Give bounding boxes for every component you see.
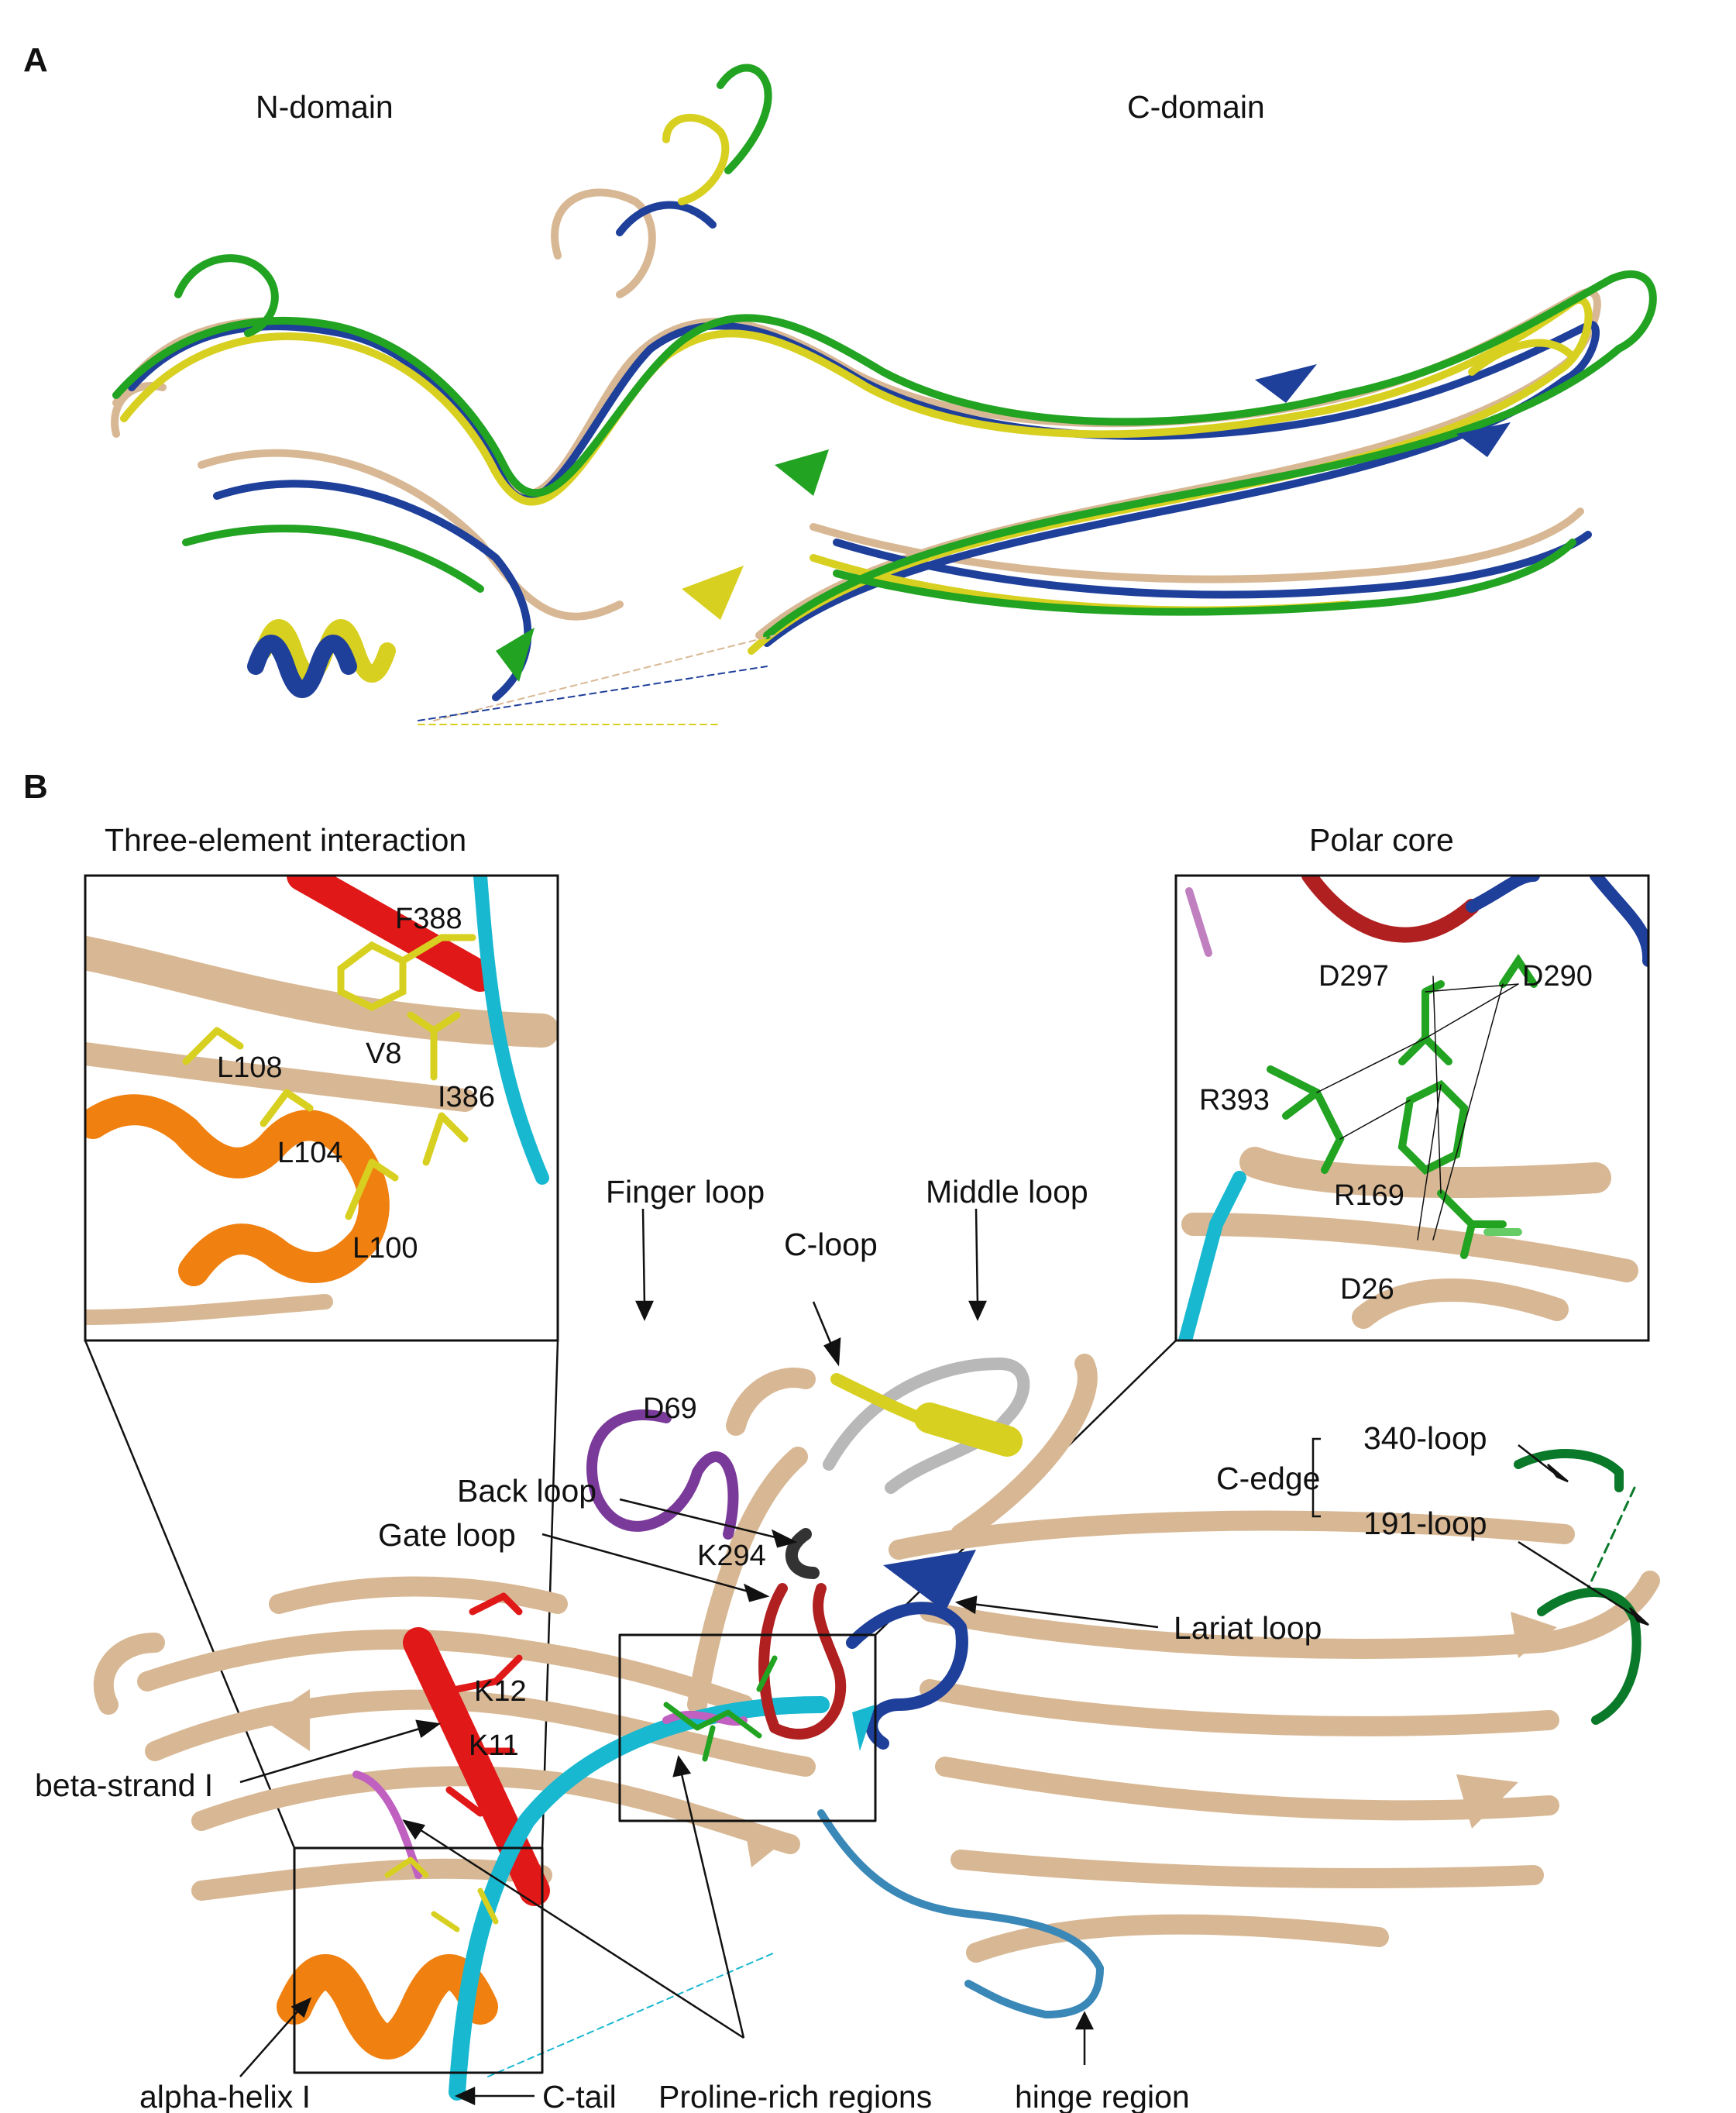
n-domain-label: N-domain [256,89,394,125]
k11-label: K11 [469,1729,519,1762]
beta-strand-label: beta-strand I [35,1767,213,1803]
residue-l100: L100 [352,1232,418,1265]
k294-label: K294 [697,1540,766,1572]
c-domain-label: C-domain [1127,89,1265,125]
back-loop-label: Back loop [457,1473,596,1509]
main-structure [93,1354,1660,2101]
residue-d290: D290 [1522,960,1593,993]
loop-340-label: 340-loop [1363,1420,1487,1456]
inset-left-title: Three-element interaction [105,822,466,858]
c-tail-label: C-tail [542,2079,617,2113]
gate-loop-label: Gate loop [378,1517,516,1553]
finger-loop-label: Finger loop [606,1174,765,1210]
residue-f388: F388 [395,903,462,935]
loop-191-label: 191-loop [1363,1506,1487,1541]
c-edge-label: C-edge [1216,1461,1320,1496]
residue-l108: L108 [217,1051,283,1084]
lariat-loop-label: Lariat loop [1174,1610,1322,1646]
residue-i386: I386 [438,1081,495,1113]
middle-loop-label: Middle loop [926,1174,1088,1210]
c-loop-label: C-loop [784,1227,878,1262]
alpha-helix-label: alpha-helix I [139,2079,311,2113]
polar-core-inset [1174,874,1650,1342]
residue-d297: D297 [1318,960,1389,993]
residue-r393: R393 [1199,1084,1270,1117]
residue-l104: L104 [277,1137,343,1169]
residue-d26: D26 [1340,1273,1394,1306]
k12-label: K12 [474,1675,527,1708]
residue-v8: V8 [366,1038,401,1070]
three-element-inset [84,874,559,1342]
superposed-structures [111,64,1657,725]
d69-label: D69 [643,1392,697,1425]
inset-right-title: Polar core [1309,822,1454,858]
residue-r169: R169 [1334,1179,1404,1212]
panel-b-letter: B [23,768,48,806]
proline-rich-label: Proline-rich regions [658,2079,932,2113]
hinge-region-label: hinge region [1015,2079,1190,2113]
annotation-arrows [239,1208,1649,2105]
panel-a-letter: A [23,41,48,79]
